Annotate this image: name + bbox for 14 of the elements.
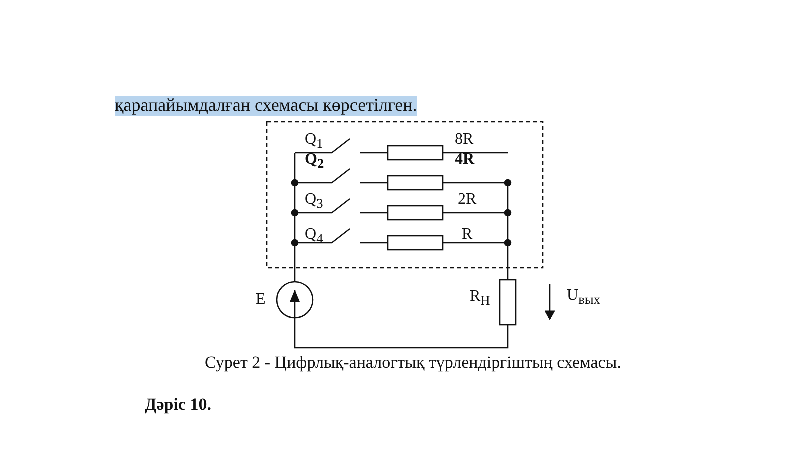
resistor-label: 4R [455, 151, 475, 169]
resistor-label: R [462, 226, 473, 244]
figure-caption: Сурет 2 - Цифрлық-аналогтық түрлендіргіштың схемасы. [205, 354, 622, 373]
switch-label: Q$_{2}$ [305, 151, 324, 172]
source-label: E [256, 291, 266, 309]
switch-label: Q$_{1}$ [305, 131, 324, 152]
resistor-label: 8R [455, 131, 474, 149]
switch-label: Q$_{3}$ [305, 191, 324, 212]
voltage-label: U$_{вых}$ [567, 287, 600, 308]
switch-label: Q$_{4}$ [305, 226, 324, 247]
section-heading: Дәріс 10. [145, 396, 212, 415]
resistor-label: R$_{H}$ [470, 288, 490, 309]
paragraph-text: қарапайымдалған схемасы көрсетілген. [115, 96, 418, 116]
resistor-label: 2R [458, 191, 477, 209]
